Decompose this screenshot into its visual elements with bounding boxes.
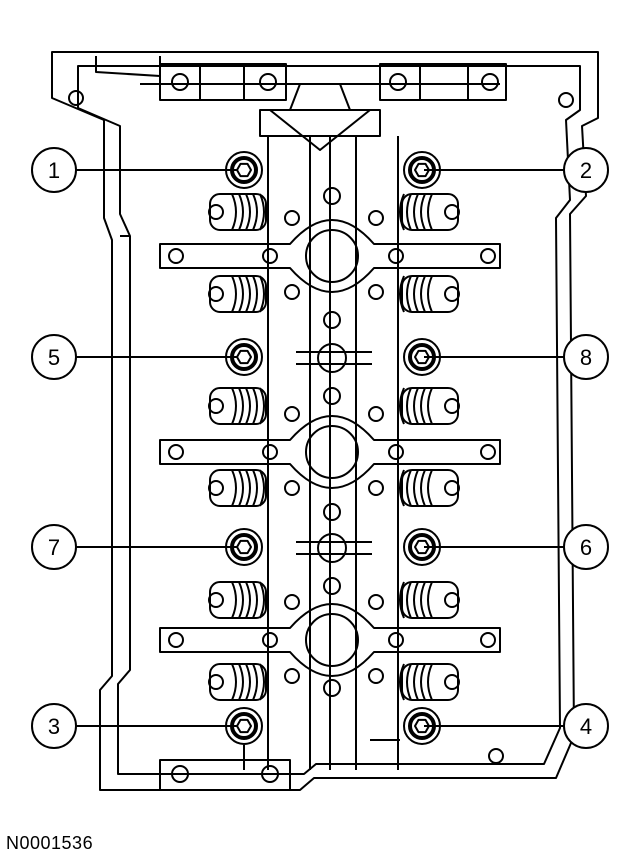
- valve-spring: [399, 193, 460, 231]
- valve-spring: [208, 275, 267, 313]
- valve-spring: [399, 663, 460, 701]
- callout-6: 6: [424, 524, 609, 570]
- valve-spring: [399, 469, 460, 507]
- callout-5: 5: [31, 334, 238, 380]
- callout-3: 3: [31, 703, 238, 749]
- valve-spring: [208, 193, 267, 231]
- callout-2: 2: [424, 147, 609, 193]
- callout-label-4: 4: [580, 714, 592, 739]
- valve-spring: [208, 387, 267, 425]
- bolt-callouts: 1 2 5 8 7 6 3: [31, 147, 609, 749]
- callout-7: 7: [31, 524, 238, 570]
- callout-label-2: 2: [580, 158, 592, 183]
- bearing-caps: [159, 63, 507, 791]
- valve-spring: [208, 581, 267, 619]
- callout-label-3: 3: [48, 714, 60, 739]
- callout-label-6: 6: [580, 535, 592, 560]
- callout-label-5: 5: [48, 345, 60, 370]
- valve-spring: [399, 387, 460, 425]
- valve-springs: [208, 193, 460, 701]
- callout-8: 8: [424, 334, 609, 380]
- valve-spring: [399, 581, 460, 619]
- valve-spring: [208, 469, 267, 507]
- valve-spring: [208, 663, 267, 701]
- figure-id: N0001536: [6, 833, 94, 853]
- callout-label-8: 8: [580, 345, 592, 370]
- callout-4: 4: [424, 703, 609, 749]
- head-bolts: [225, 151, 441, 745]
- callout-label-7: 7: [48, 535, 60, 560]
- rocker-shafts: [159, 187, 501, 697]
- valve-spring: [399, 275, 460, 313]
- callout-1: 1: [31, 147, 238, 193]
- callout-label-1: 1: [48, 158, 60, 183]
- cylinder-head-outline: [51, 51, 599, 791]
